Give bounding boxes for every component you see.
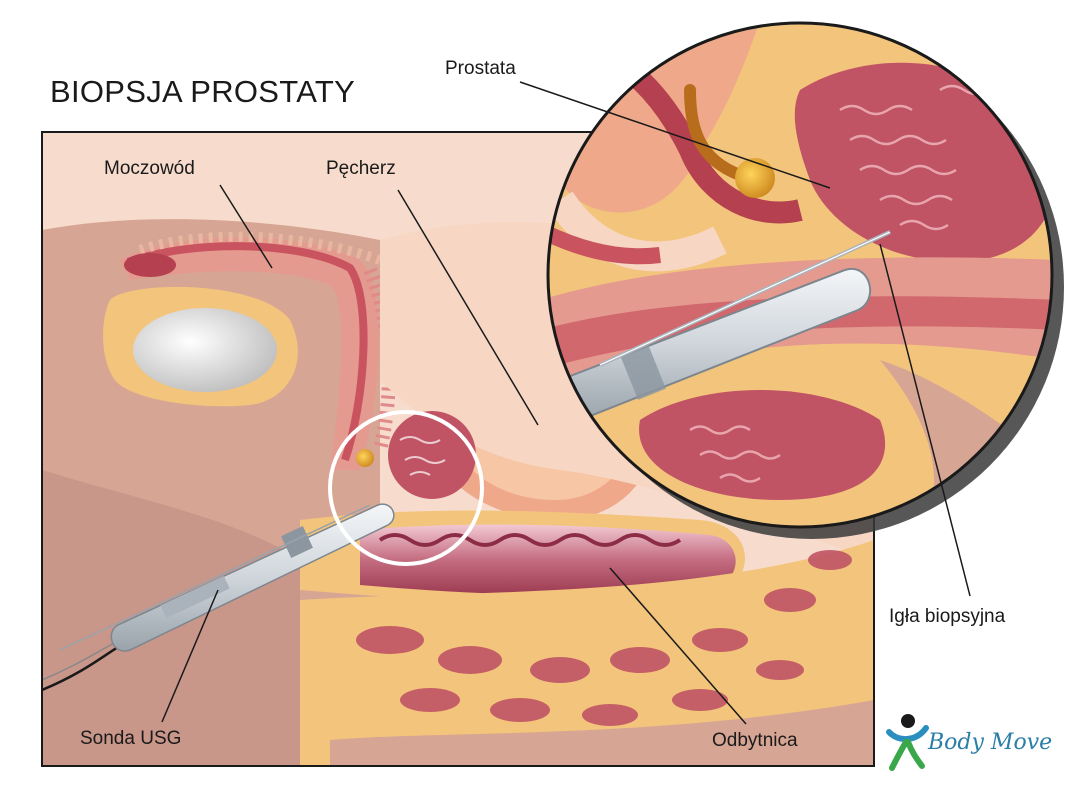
body-move-logo: Body Move	[886, 712, 1056, 772]
ultrasound-probe	[42, 503, 395, 692]
logo-text: Body Move	[928, 730, 1053, 755]
label-rectum: Odbytnica	[712, 730, 798, 751]
zoom-inset	[548, 23, 1052, 527]
label-prostate: Prostata	[445, 58, 516, 79]
label-bladder: Pęcherz	[326, 158, 396, 179]
page-title: BIOPSJA PROSTATY	[50, 74, 356, 109]
label-ultrasound-probe: Sonda USG	[80, 728, 182, 749]
label-leader-lines	[161, 81, 971, 725]
person-logo-icon	[886, 714, 929, 771]
label-urethra: Moczowód	[104, 158, 195, 179]
label-biopsy-needle: Igła biopsyjna	[889, 606, 1006, 627]
